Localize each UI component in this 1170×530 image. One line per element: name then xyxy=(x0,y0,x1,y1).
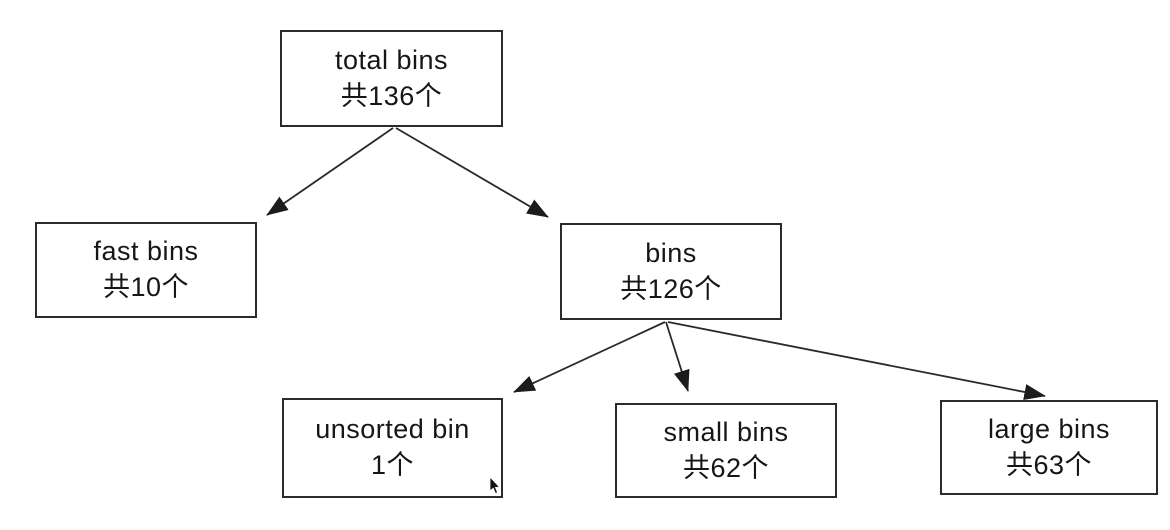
node-bins-label: bins xyxy=(645,237,697,268)
node-small-bins: small bins 共62个 xyxy=(615,403,837,498)
node-unsorted-bin-count: 1个 xyxy=(370,450,415,480)
node-unsorted-bin-label: unsorted bin xyxy=(315,414,470,445)
edge-total-bins xyxy=(395,127,549,218)
edge-bins-small xyxy=(665,321,690,392)
node-total-bins-label: total bins xyxy=(334,44,449,75)
node-bins-count: 共126个 xyxy=(620,273,722,304)
node-total-bins: total bins 共136个 xyxy=(280,30,503,127)
node-small-bins-label: small bins xyxy=(663,416,789,447)
edge-total-fast xyxy=(266,127,394,216)
edge-bins-unsorted xyxy=(513,321,666,393)
node-large-bins-label: large bins xyxy=(987,413,1111,444)
node-small-bins-count: 共62个 xyxy=(682,452,770,483)
node-fast-bins-count: 共10个 xyxy=(102,272,190,302)
node-total-bins-count: 共136个 xyxy=(340,80,443,111)
node-fast-bins: fast bins 共10个 xyxy=(35,222,257,318)
node-large-bins-count: 共63个 xyxy=(1005,449,1093,480)
node-large-bins: large bins 共63个 xyxy=(940,400,1158,495)
node-fast-bins-label: fast bins xyxy=(93,236,199,267)
node-unsorted-bin: unsorted bin 1个 xyxy=(282,398,503,498)
edge-bins-large xyxy=(667,321,1046,400)
node-bins: bins 共126个 xyxy=(560,223,782,320)
